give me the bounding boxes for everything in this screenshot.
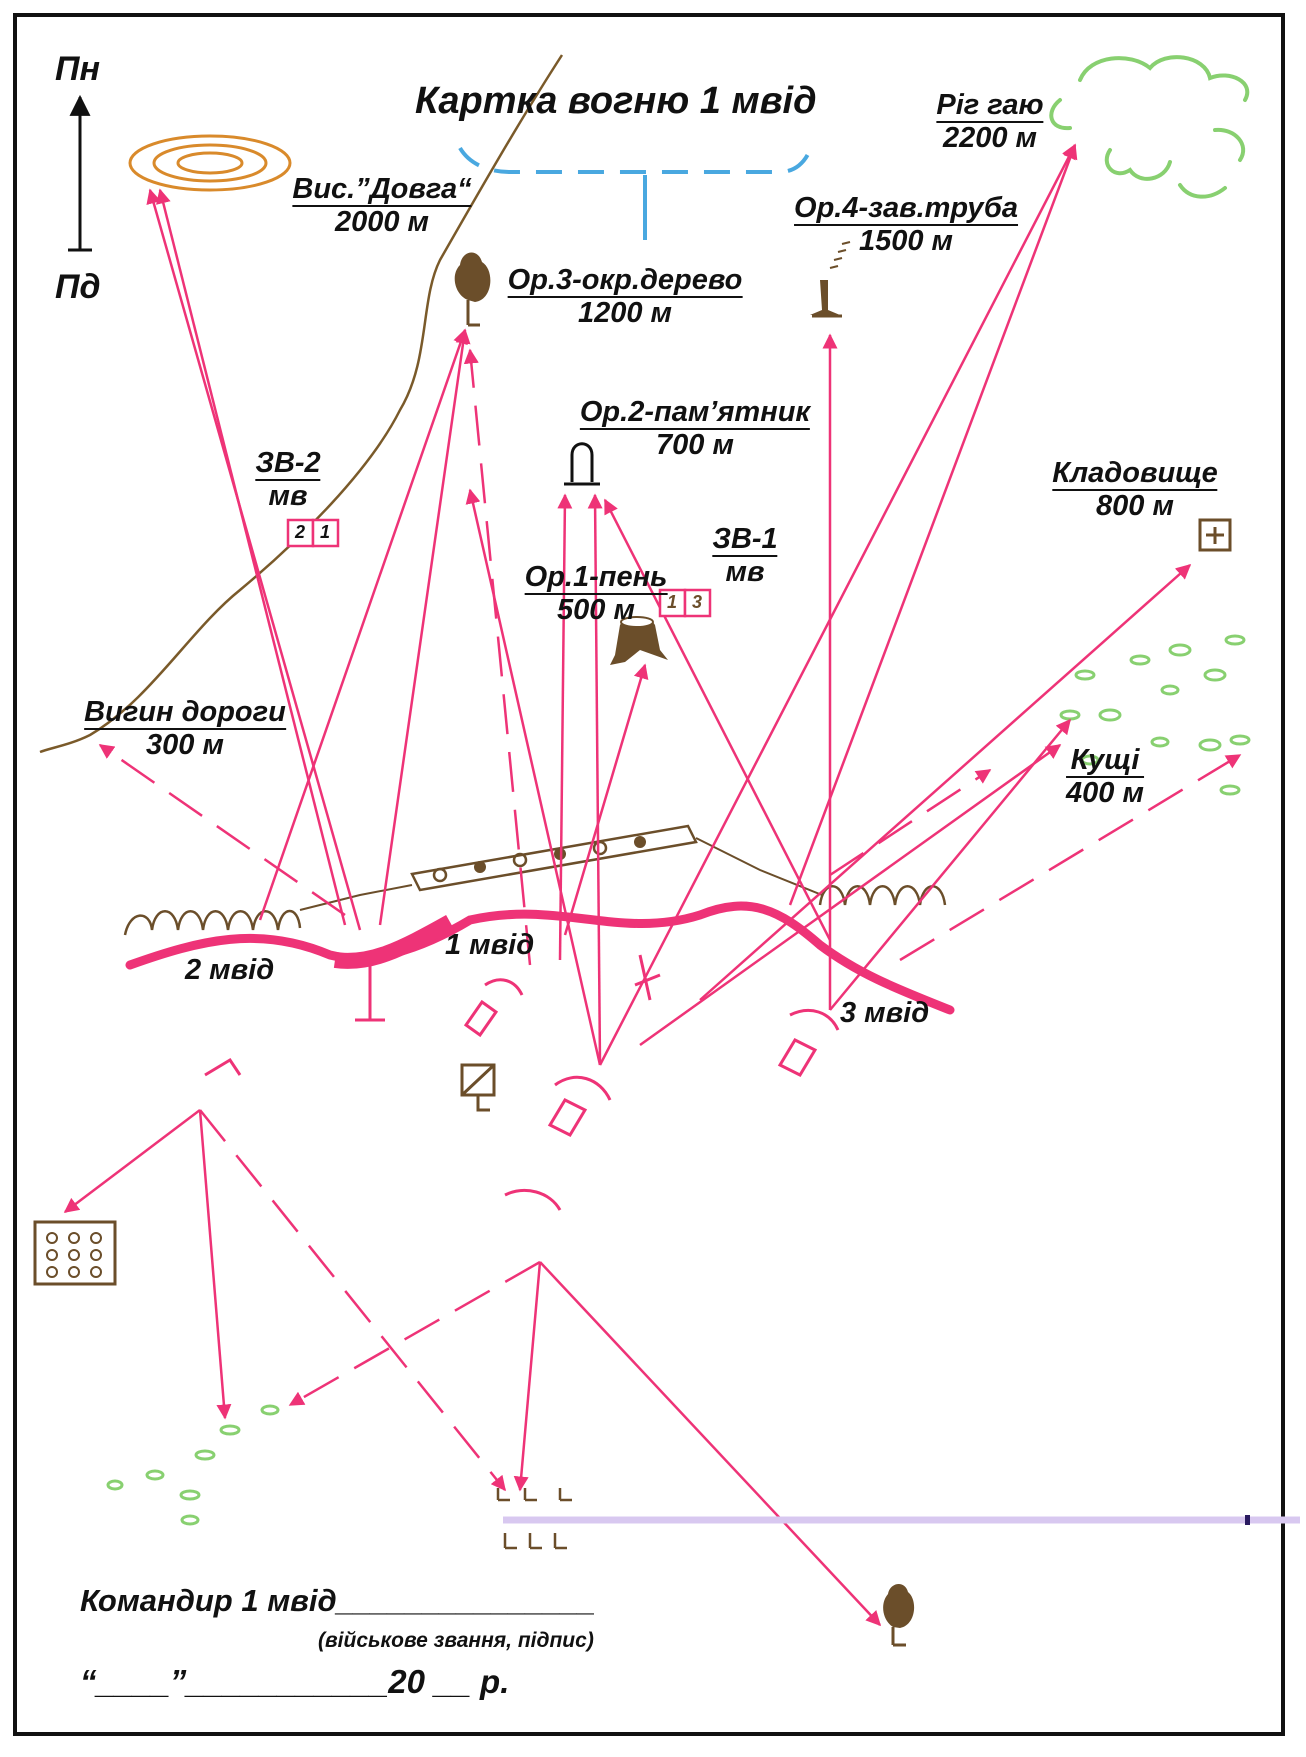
or4-distance: 1500 м xyxy=(858,225,954,258)
hill-label: Вис.”Довга“ 2000 м xyxy=(292,174,472,239)
purple-line-marker xyxy=(1245,1515,1250,1525)
or4-name: Ор.4-зав.труба xyxy=(794,193,1018,227)
vehicle-marks-icon xyxy=(496,1488,572,1550)
or1-distance: 500 м xyxy=(557,594,635,627)
sector-zv1-cell-2: 3 xyxy=(691,592,703,612)
grove-label: Ріг гаю 2200 м xyxy=(936,90,1044,155)
sector-box-zv2 xyxy=(286,518,340,548)
grove-icon xyxy=(1049,55,1250,199)
or3-label: Ор.3-окр.дерево 1200 м xyxy=(507,265,743,330)
compass-south-label: Пд xyxy=(55,268,101,306)
squad-2-label: 2 мвід xyxy=(185,954,275,986)
sector-zv2-cell-2: 1 xyxy=(319,522,331,542)
or1-label: Ор.1-пень 500 м xyxy=(524,562,668,627)
wire-link-left xyxy=(299,884,413,911)
lone-tree-icon xyxy=(454,252,491,327)
road-bend-distance: 300 м xyxy=(146,729,224,762)
or2-name: Ор.2-пам’ятник xyxy=(579,397,811,431)
hill-dovga-icon xyxy=(128,134,292,192)
sector-zv2-cell-1: 2 xyxy=(294,522,306,542)
compass-arrow-icon xyxy=(68,94,92,252)
page-frame xyxy=(13,13,1285,1736)
or2-label: Ор.2-пам’ятник 700 м xyxy=(579,397,811,462)
sector-zv2-unit: мв xyxy=(268,480,308,513)
commander-label: Командир 1 мвід_______________ xyxy=(80,1583,596,1618)
hill-distance: 2000 м xyxy=(334,206,430,239)
signature-caption: (військове звання, підпис) xyxy=(318,1629,594,1652)
sector-zv1-name: ЗВ-1 xyxy=(712,524,778,558)
road-bend-label: Вигин дороги 300 м xyxy=(84,697,286,761)
cemetery-distance: 800 м xyxy=(1096,490,1174,523)
page-title: Картка вогню 1 мвід xyxy=(415,80,817,122)
monument-icon xyxy=(564,442,600,486)
or3-distance: 1200 м xyxy=(577,297,673,330)
sector-zv1-unit: мв xyxy=(725,556,765,589)
commander-signature-line: _______________ xyxy=(336,1583,596,1618)
observation-post-icon xyxy=(460,1063,496,1112)
squad-1-label: 1 мвід xyxy=(445,929,535,961)
bushes-south-icon xyxy=(106,1404,280,1526)
or4-label: Ор.4-зав.труба 1500 м xyxy=(794,193,1018,257)
trench-segment-thick xyxy=(333,915,454,969)
trench-line xyxy=(125,901,955,1015)
position-symbols xyxy=(204,954,840,1211)
cemetery-label: Кладовище 800 м xyxy=(1052,458,1218,523)
or2-distance: 700 м xyxy=(656,429,734,462)
or3-name: Ор.3-окр.дерево xyxy=(507,265,743,299)
grove-distance: 2200 м xyxy=(942,122,1038,155)
sector-box-zv1 xyxy=(658,588,712,618)
bushes-distance: 400 м xyxy=(1066,777,1144,810)
factory-chimney-icon xyxy=(810,241,851,318)
sector-zv1-cell-1: 1 xyxy=(666,592,678,612)
commander-text: Командир 1 мвід xyxy=(80,1583,337,1618)
tree-south-icon xyxy=(883,1583,915,1647)
sector-zv2-name: ЗВ-2 xyxy=(255,448,321,482)
squad-3-label: 3 мвід xyxy=(840,997,930,1029)
bushes-icon xyxy=(1059,634,1251,796)
fire-lines xyxy=(63,143,1242,1627)
sector-zv2-label: ЗВ-2 мв xyxy=(255,448,321,513)
cemetery-name: Кладовище xyxy=(1052,458,1218,492)
cemetery-icon xyxy=(1198,518,1232,552)
or1-name: Ор.1-пень xyxy=(524,562,668,596)
compass-north-label: Пн xyxy=(55,50,100,88)
bushes-name: Кущі xyxy=(1066,745,1144,779)
building-icon xyxy=(33,1220,117,1286)
sector-zv1-label: ЗВ-1 мв xyxy=(712,524,778,589)
hill-name: Вис.”Довга“ xyxy=(292,174,472,208)
bushes-label: Кущі 400 м xyxy=(1066,745,1144,809)
signature-date: “____”___________20 __ р. xyxy=(80,1663,510,1700)
stream-icon xyxy=(458,146,812,240)
road xyxy=(39,54,564,754)
stump-icon xyxy=(610,616,668,665)
road-bend-name: Вигин дороги xyxy=(84,697,286,731)
wire-obstacle-left xyxy=(123,909,302,936)
grove-name: Ріг гаю xyxy=(936,90,1044,124)
